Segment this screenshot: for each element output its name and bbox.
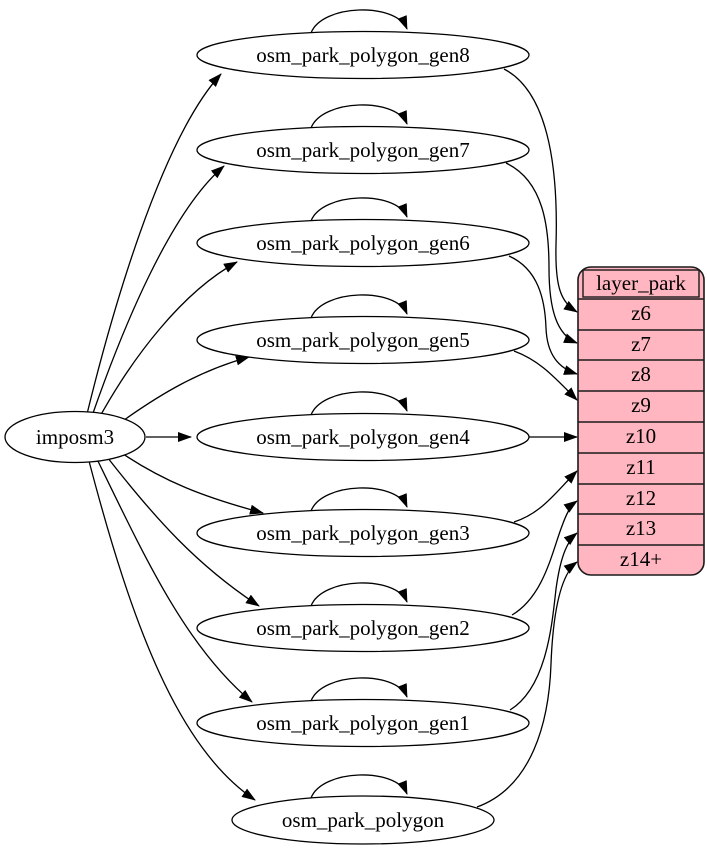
node-layer-park: layer_park z6 z7 z8 z9 z10 z11 z12 z13 z… <box>577 266 705 576</box>
gen5-ellipse <box>196 315 530 365</box>
edges-to-layer <box>476 68 578 808</box>
gen3-ellipse <box>196 508 530 558</box>
node-osm-park-polygon-gen2: osm_park_polygon_gen2 <box>196 603 530 653</box>
edge-imposm3-gen3 <box>112 446 264 515</box>
layer-park-row-z13: z13 <box>626 516 656 540</box>
edge-imposm3-gen8 <box>86 73 222 415</box>
gen4-label: osm_park_polygon_gen4 <box>256 425 470 449</box>
edge-polygon-z14 <box>476 561 578 808</box>
node-imposm3: imposm3 <box>4 410 146 464</box>
layer-park-row-z9: z9 <box>631 393 651 417</box>
self-loop-gen5 <box>310 294 408 319</box>
gen3-label: osm_park_polygon_gen3 <box>256 521 469 545</box>
layer-park-row-z8: z8 <box>631 362 651 386</box>
layer-park-outline <box>577 266 705 576</box>
layer-park-row-z10: z10 <box>626 424 656 448</box>
node-osm-park-polygon: osm_park_polygon <box>231 795 495 845</box>
node-osm-park-polygon-gen6: osm_park_polygon_gen6 <box>196 218 530 268</box>
gen2-ellipse <box>196 603 530 653</box>
node-osm-park-polygon-gen4: osm_park_polygon_gen4 <box>196 412 530 462</box>
gen8-label: osm_park_polygon_gen8 <box>256 43 469 67</box>
self-loop-gen6 <box>310 197 408 222</box>
self-loop-polygon <box>310 774 408 799</box>
edge-gen6-z8 <box>508 255 578 375</box>
self-loop-gen3 <box>310 487 408 512</box>
self-loop-gen4 <box>310 391 408 416</box>
edge-imposm3-gen1 <box>95 456 253 703</box>
edge-imposm3-polygon <box>88 460 256 801</box>
self-loops <box>310 9 408 799</box>
imposm3-label: imposm3 <box>36 425 114 449</box>
self-loop-gen8 <box>310 9 408 34</box>
edge-gen3-z11 <box>513 470 578 523</box>
gen6-label: osm_park_polygon_gen6 <box>256 231 469 255</box>
edges-from-imposm3 <box>86 73 264 801</box>
gen6-ellipse <box>196 218 530 268</box>
edge-gen8-z6 <box>503 68 578 313</box>
self-loop-gen7 <box>310 104 408 129</box>
edge-imposm3-gen2 <box>103 452 260 607</box>
imposm3-ellipse <box>4 410 146 464</box>
gen7-label: osm_park_polygon_gen7 <box>256 138 469 162</box>
layer-park-row-z14: z14+ <box>620 547 662 571</box>
node-osm-park-polygon-gen3: osm_park_polygon_gen3 <box>196 508 530 558</box>
edge-gen7-z7 <box>505 162 578 344</box>
edge-imposm3-gen5 <box>112 355 250 429</box>
gen7-ellipse <box>196 125 530 175</box>
gen4-ellipse <box>196 412 530 462</box>
node-osm-park-polygon-gen7: osm_park_polygon_gen7 <box>196 125 530 175</box>
node-osm-park-polygon-gen1: osm_park_polygon_gen1 <box>196 698 530 748</box>
gen2-label: osm_park_polygon_gen2 <box>256 616 469 640</box>
gen1-label: osm_park_polygon_gen1 <box>256 711 469 735</box>
polygon-ellipse <box>231 795 495 845</box>
polygon-label: osm_park_polygon <box>282 808 445 832</box>
layer-park-row-z7: z7 <box>631 332 651 356</box>
edge-imposm3-gen7 <box>91 165 225 417</box>
gen5-label: osm_park_polygon_gen5 <box>256 328 469 352</box>
layer-park-row-z6: z6 <box>631 301 651 325</box>
layer-park-row-z12: z12 <box>626 486 656 510</box>
edge-gen1-z13 <box>509 532 578 711</box>
gen8-ellipse <box>196 30 530 80</box>
node-osm-park-polygon-gen5: osm_park_polygon_gen5 <box>196 315 530 365</box>
layer-park-row-z11: z11 <box>626 455 656 479</box>
edge-gen5-z9 <box>513 350 578 401</box>
self-loop-gen1 <box>310 677 408 702</box>
node-osm-park-polygon-gen8: osm_park_polygon_gen8 <box>196 30 530 80</box>
layer-park-header-box <box>582 269 700 298</box>
edge-gen2-z12 <box>511 500 578 616</box>
layer-park-title: layer_park <box>596 271 686 295</box>
gen1-ellipse <box>196 698 530 748</box>
self-loop-gen2 <box>310 582 408 607</box>
edge-imposm3-gen6 <box>97 261 238 421</box>
